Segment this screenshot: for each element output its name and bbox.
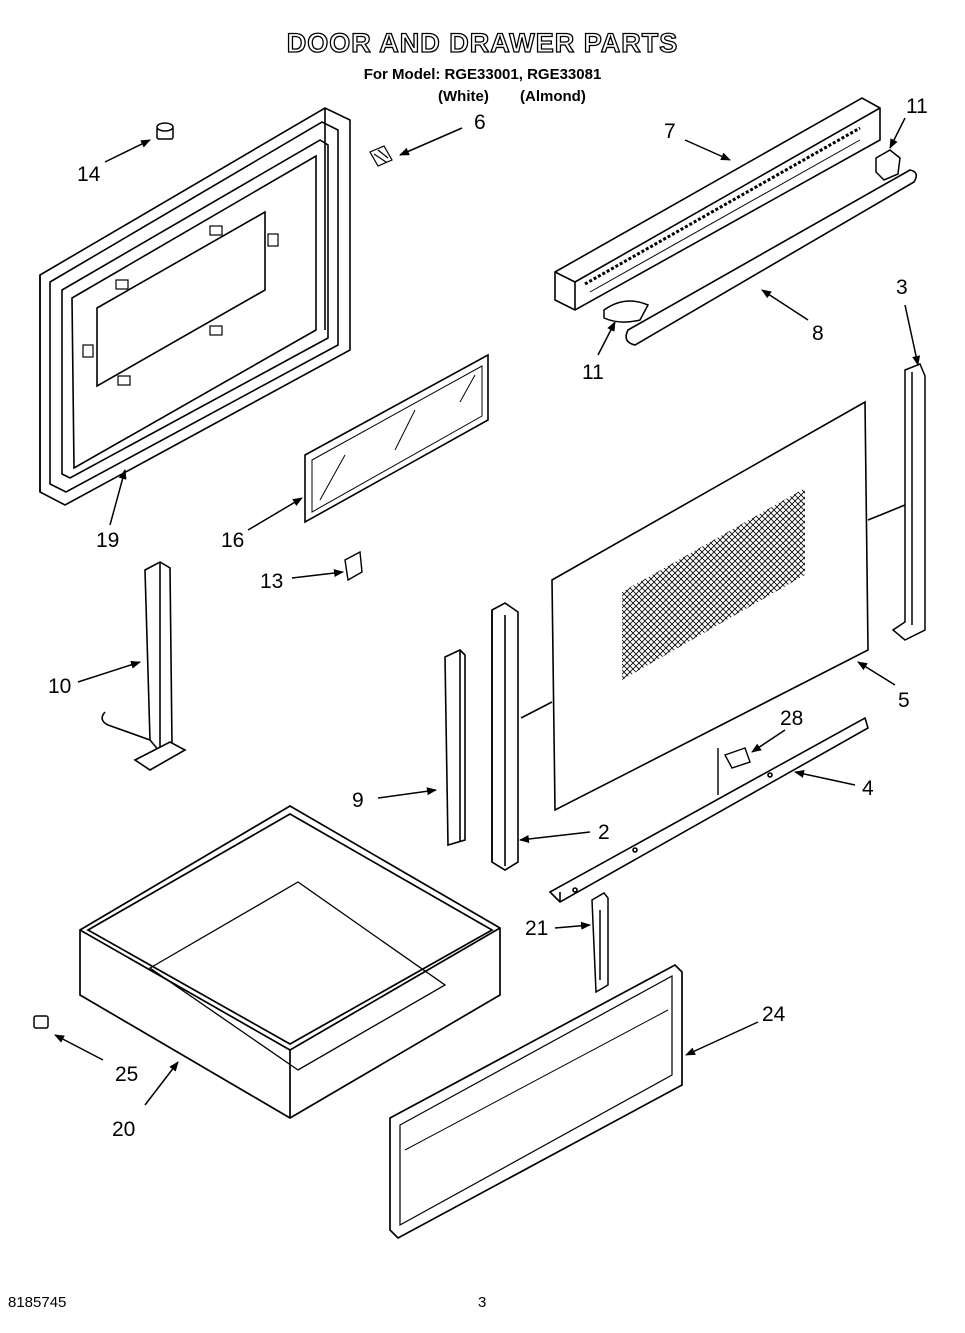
- leader-lines: [54, 117, 921, 1106]
- callout-25: 25: [115, 1063, 138, 1086]
- drawer-bracket-21: [591, 892, 609, 994]
- model-line: For Model: RGE33001, RGE33081: [363, 66, 602, 83]
- inner-door-panel-19: [39, 107, 351, 506]
- callout-21: 21: [525, 917, 548, 940]
- callout-13: 13: [260, 570, 283, 593]
- outer-door-panel-5: [520, 400, 906, 812]
- callout-2: 2: [598, 821, 610, 844]
- callout-28: 28: [780, 707, 803, 730]
- callout-11-upper: 11: [906, 95, 928, 118]
- bracket-13: [344, 550, 363, 582]
- door-glass-16: [304, 353, 489, 524]
- end-cap-11-upper: [875, 149, 901, 181]
- callout-6: 6: [474, 111, 486, 134]
- document-number: 8185745: [8, 1294, 67, 1311]
- door-handle-trim-7: [554, 97, 881, 311]
- page-number: 3: [478, 1294, 487, 1311]
- color-white-label: (White): [438, 88, 489, 105]
- handle-bar-8: [625, 169, 918, 346]
- door-bumper-14: [156, 122, 174, 140]
- page-title: DOOR AND DRAWER PARTS: [286, 27, 679, 58]
- callout-8: 8: [812, 322, 824, 345]
- callout-20: 20: [112, 1118, 135, 1141]
- drawer-20: [79, 805, 501, 1119]
- side-strip-9: [444, 649, 466, 847]
- callout-7: 7: [664, 120, 676, 143]
- drawer-front-24: [389, 963, 683, 1240]
- end-cap-11-lower: [603, 300, 650, 323]
- callout-9: 9: [352, 789, 364, 812]
- clip-6: [369, 145, 393, 167]
- color-almond-label: (Almond): [520, 88, 586, 105]
- callout-24: 24: [762, 1003, 786, 1026]
- callout-11-lower: 11: [582, 361, 604, 384]
- door-rail-4: [548, 716, 869, 903]
- callout-4: 4: [862, 777, 874, 800]
- callout-14: 14: [77, 163, 101, 186]
- side-trim-3: [891, 363, 926, 641]
- side-bracket-10: [101, 561, 187, 771]
- side-channel-2: [491, 602, 519, 871]
- screw-25: [33, 1015, 49, 1029]
- callout-19: 19: [96, 529, 119, 552]
- callout-10: 10: [48, 675, 71, 698]
- callout-5: 5: [898, 689, 910, 712]
- callout-3: 3: [896, 276, 908, 299]
- callout-16: 16: [221, 529, 244, 552]
- clip-28: [717, 747, 751, 795]
